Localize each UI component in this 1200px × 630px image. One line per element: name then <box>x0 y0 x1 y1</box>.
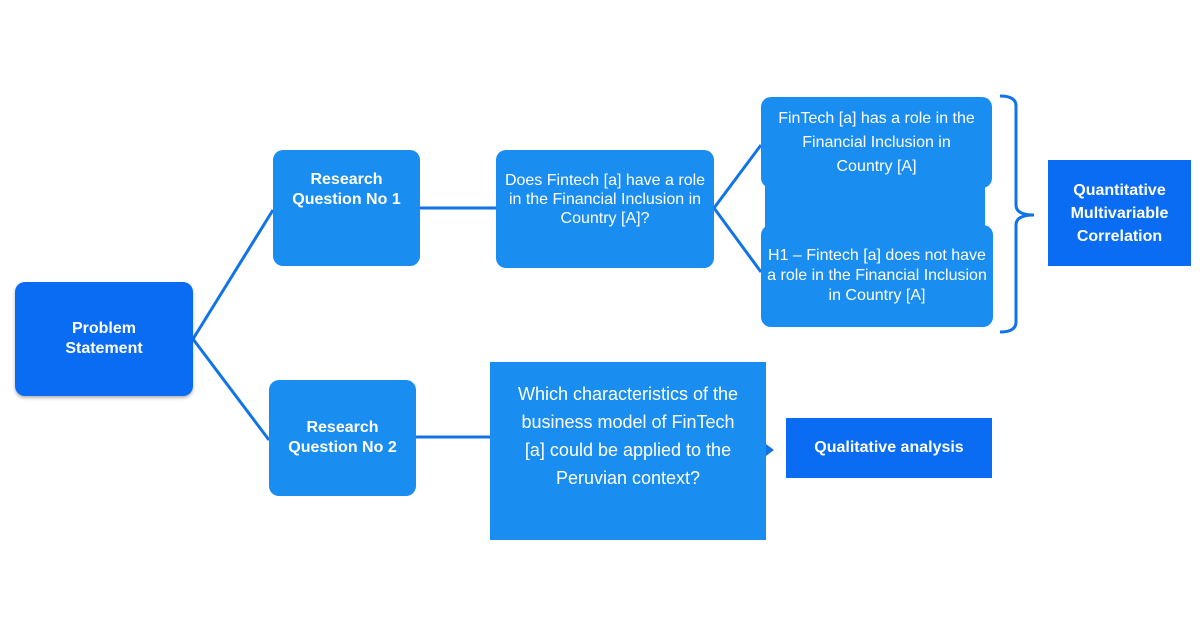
qualitative-method-label: Qualitative analysis <box>814 439 964 456</box>
question-2-label: Which characteristics of the business mo… <box>517 384 739 488</box>
hypothesis-1-label: H1 – Fintech [a] does not have a role in… <box>767 247 987 304</box>
question-1-node: Does Fintech [a] have a role in the Fina… <box>496 150 714 268</box>
connector-q1-h0 <box>712 144 763 209</box>
connector-q1-h1 <box>712 207 763 273</box>
research-question-1-node: Research Question No 1 <box>273 150 420 266</box>
question-2-node: Which characteristics of the business mo… <box>490 362 766 540</box>
research-question-1-label: Research Question No 1 <box>292 171 401 208</box>
research-question-2-label: Research Question No 2 <box>288 419 397 456</box>
problem-statement-node: Problem Statement <box>15 282 193 396</box>
hypothesis-1-node: H1 – Fintech [a] does not have a role in… <box>761 225 993 327</box>
bracket <box>999 94 1035 334</box>
hypothesis-0-node: FinTech [a] has a role in the Financial … <box>761 97 992 188</box>
qualitative-method-node: Qualitative analysis <box>786 418 992 478</box>
research-question-2-node: Research Question No 2 <box>269 380 416 496</box>
quantitative-method-node: Quantitative Multivariable Correlation <box>1048 160 1191 266</box>
connector-problem-rq2 <box>191 338 271 441</box>
arrow-q2-qual <box>766 444 774 456</box>
hypothesis-0-label: FinTech [a] has a role in the Financial … <box>778 109 975 175</box>
quantitative-method-label: Quantitative Multivariable Correlation <box>1070 181 1169 245</box>
connector-problem-rq1 <box>191 209 275 340</box>
question-1-label: Does Fintech [a] have a role in the Fina… <box>504 171 706 227</box>
problem-statement-label: Problem Statement <box>65 320 143 357</box>
hypothesis-extension <box>765 180 985 230</box>
